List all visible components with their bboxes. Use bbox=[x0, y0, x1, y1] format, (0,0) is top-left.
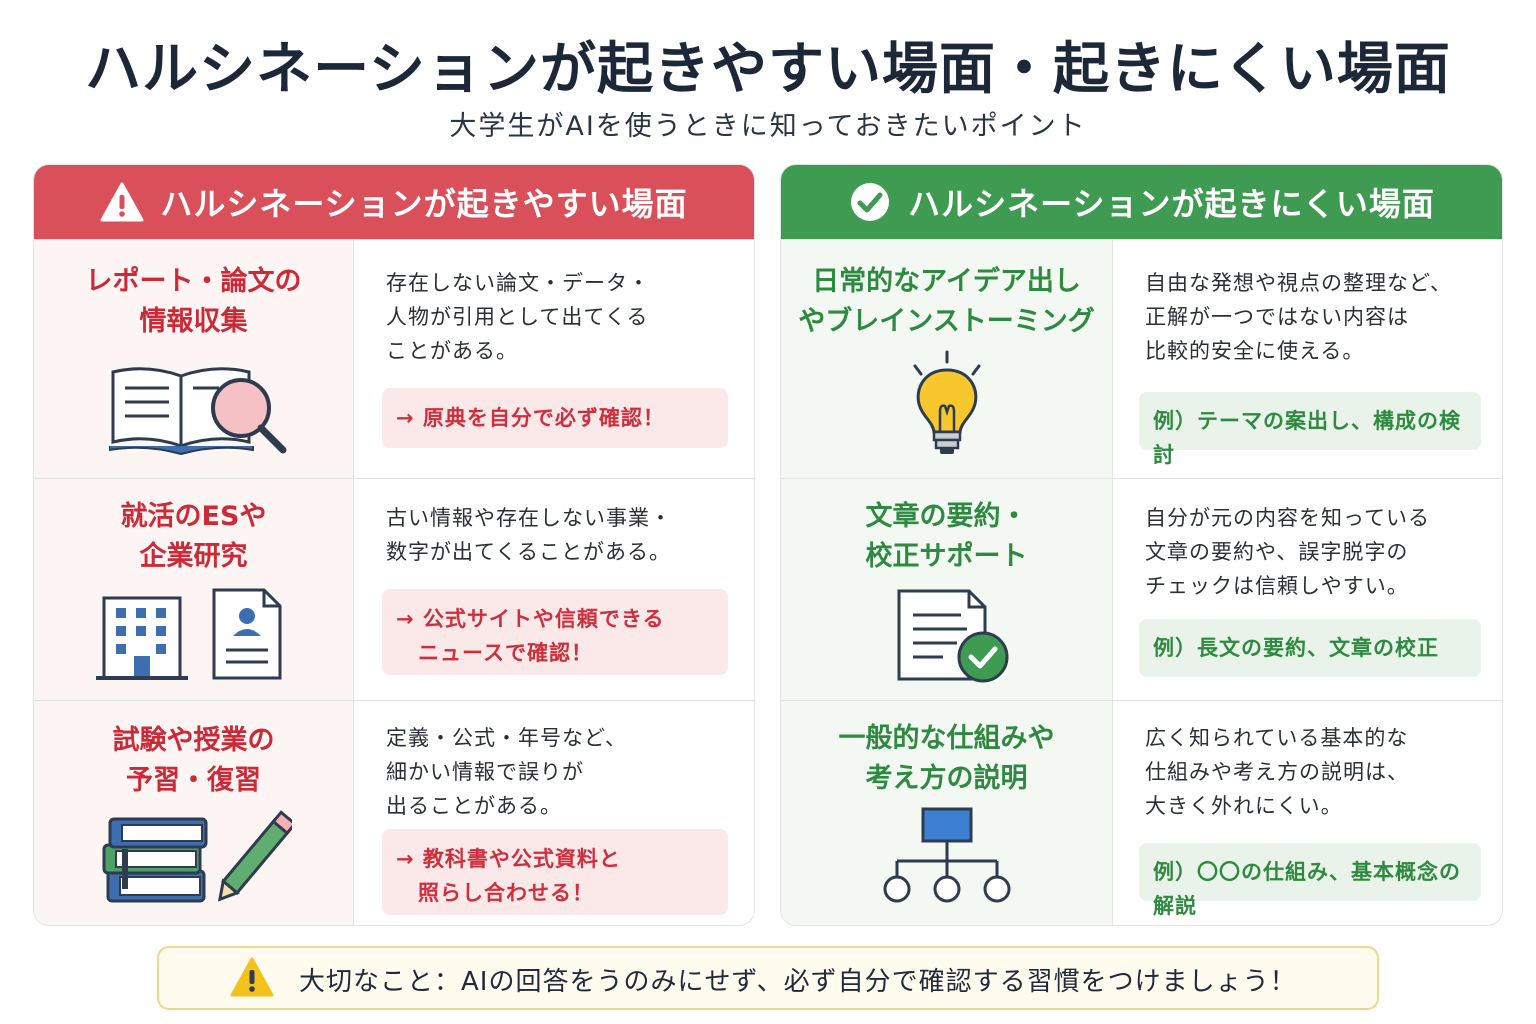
safe-row-summary: 文章の要約・ 校正サポート 自分が元の内容を知っている 文章の要約や、誤字脱字の… bbox=[781, 478, 1502, 700]
scene-description: 広く知られている基本的な 仕組みや考え方の説明は、 大きく外れにくい。 bbox=[1145, 726, 1409, 818]
scene-title: レポート・論文の 情報収集 bbox=[85, 266, 302, 337]
scene-description: 存在しない論文・データ・ 人物が引用として出てくる ことがある。 bbox=[386, 271, 650, 363]
risk-row-job: 就活のESや 企業研究 bbox=[34, 478, 754, 700]
scene-tip: 例）長文の要約、文章の校正 bbox=[1139, 619, 1481, 677]
scene-description: 自分が元の内容を知っている 文章の要約や、誤字脱字の チェックは信頼しやすい。 bbox=[1145, 506, 1430, 598]
scene-title: 就活のESや 企業研究 bbox=[120, 501, 267, 572]
hierarchy-icon bbox=[879, 805, 1015, 909]
risk-row-report: レポート・論文の 情報収集 存在しない論文・データ・ 人物が引用として出てくる … bbox=[34, 239, 754, 478]
safe-panel-heading: ハルシネーションが起きにくい場面 bbox=[908, 185, 1435, 223]
lightbulb-icon bbox=[907, 350, 987, 464]
warning-icon bbox=[229, 956, 275, 1002]
check-circle-icon bbox=[848, 180, 892, 224]
footer-text: 大切なこと：AIの回答をうのみにせず、必ず自分で確認する習慣をつけましょう！ bbox=[299, 967, 1297, 997]
building-document-icon bbox=[96, 586, 286, 686]
document-check-icon bbox=[897, 589, 1013, 689]
scene-description: 古い情報や存在しない事業・ 数字が出てくることがある。 bbox=[386, 506, 672, 564]
page-subtitle: 大学生がAIを使うときに知っておきたいポイント bbox=[449, 111, 1087, 142]
risk-panel: ハルシネーションが起きやすい場面 レポート・論文の 情報収集 存 bbox=[33, 164, 755, 926]
scene-tip: → 公式サイトや信頼できる ニュースで確認！ bbox=[382, 589, 728, 675]
book-magnifier-icon bbox=[108, 358, 289, 462]
scene-tip: → 教科書や公式資料と 照らし合わせる！ bbox=[382, 829, 728, 915]
safe-row-explain: 一般的な仕組みや 考え方の説明 広く知られている基本的な 仕組みや考え方の説明は… bbox=[781, 700, 1502, 925]
safe-row-ideas: 日常的なアイデア出し やブレインストーミング 自由な発想や視点の整理など、 正解… bbox=[781, 239, 1502, 478]
risk-row-exam: 試験や授業の 予習・復習 定 bbox=[34, 700, 754, 925]
scene-tip: → 原典を自分で必ず確認！ bbox=[382, 388, 728, 448]
scene-title: 文章の要約・ 校正サポート bbox=[865, 501, 1028, 572]
scene-tip: 例）テーマの案出し、構成の検討 bbox=[1139, 392, 1481, 467]
scene-description: 自由な発想や視点の整理など、 正解が一つではない内容は 比較的安全に使える。 bbox=[1145, 271, 1452, 363]
page-title: ハルシネーションが起きやすい場面・起きにくい場面 bbox=[85, 37, 1451, 102]
scene-tip: 例）〇〇の仕組み、基本概念の解説 bbox=[1139, 843, 1481, 918]
safe-panel: ハルシネーションが起きにくい場面 日常的なアイデア出し やブレインストーミング … bbox=[780, 164, 1503, 926]
scene-title: 試験や授業の 予習・復習 bbox=[112, 725, 275, 796]
footer-note: 大切なこと：AIの回答をうのみにせず、必ず自分で確認する習慣をつけましょう！ bbox=[157, 946, 1379, 1010]
books-pencil-icon bbox=[102, 809, 298, 913]
risk-panel-heading: ハルシネーションが起きやすい場面 bbox=[160, 185, 688, 223]
scene-title: 一般的な仕組みや 考え方の説明 bbox=[838, 723, 1055, 794]
scene-title: 日常的なアイデア出し やブレインストーミング bbox=[798, 266, 1095, 337]
warning-icon bbox=[100, 180, 144, 224]
safe-panel-header: ハルシネーションが起きにくい場面 bbox=[781, 165, 1502, 239]
risk-panel-header: ハルシネーションが起きやすい場面 bbox=[34, 165, 754, 239]
scene-description: 定義・公式・年号など、 細かい情報で誤りが 出ることがある。 bbox=[386, 726, 627, 818]
